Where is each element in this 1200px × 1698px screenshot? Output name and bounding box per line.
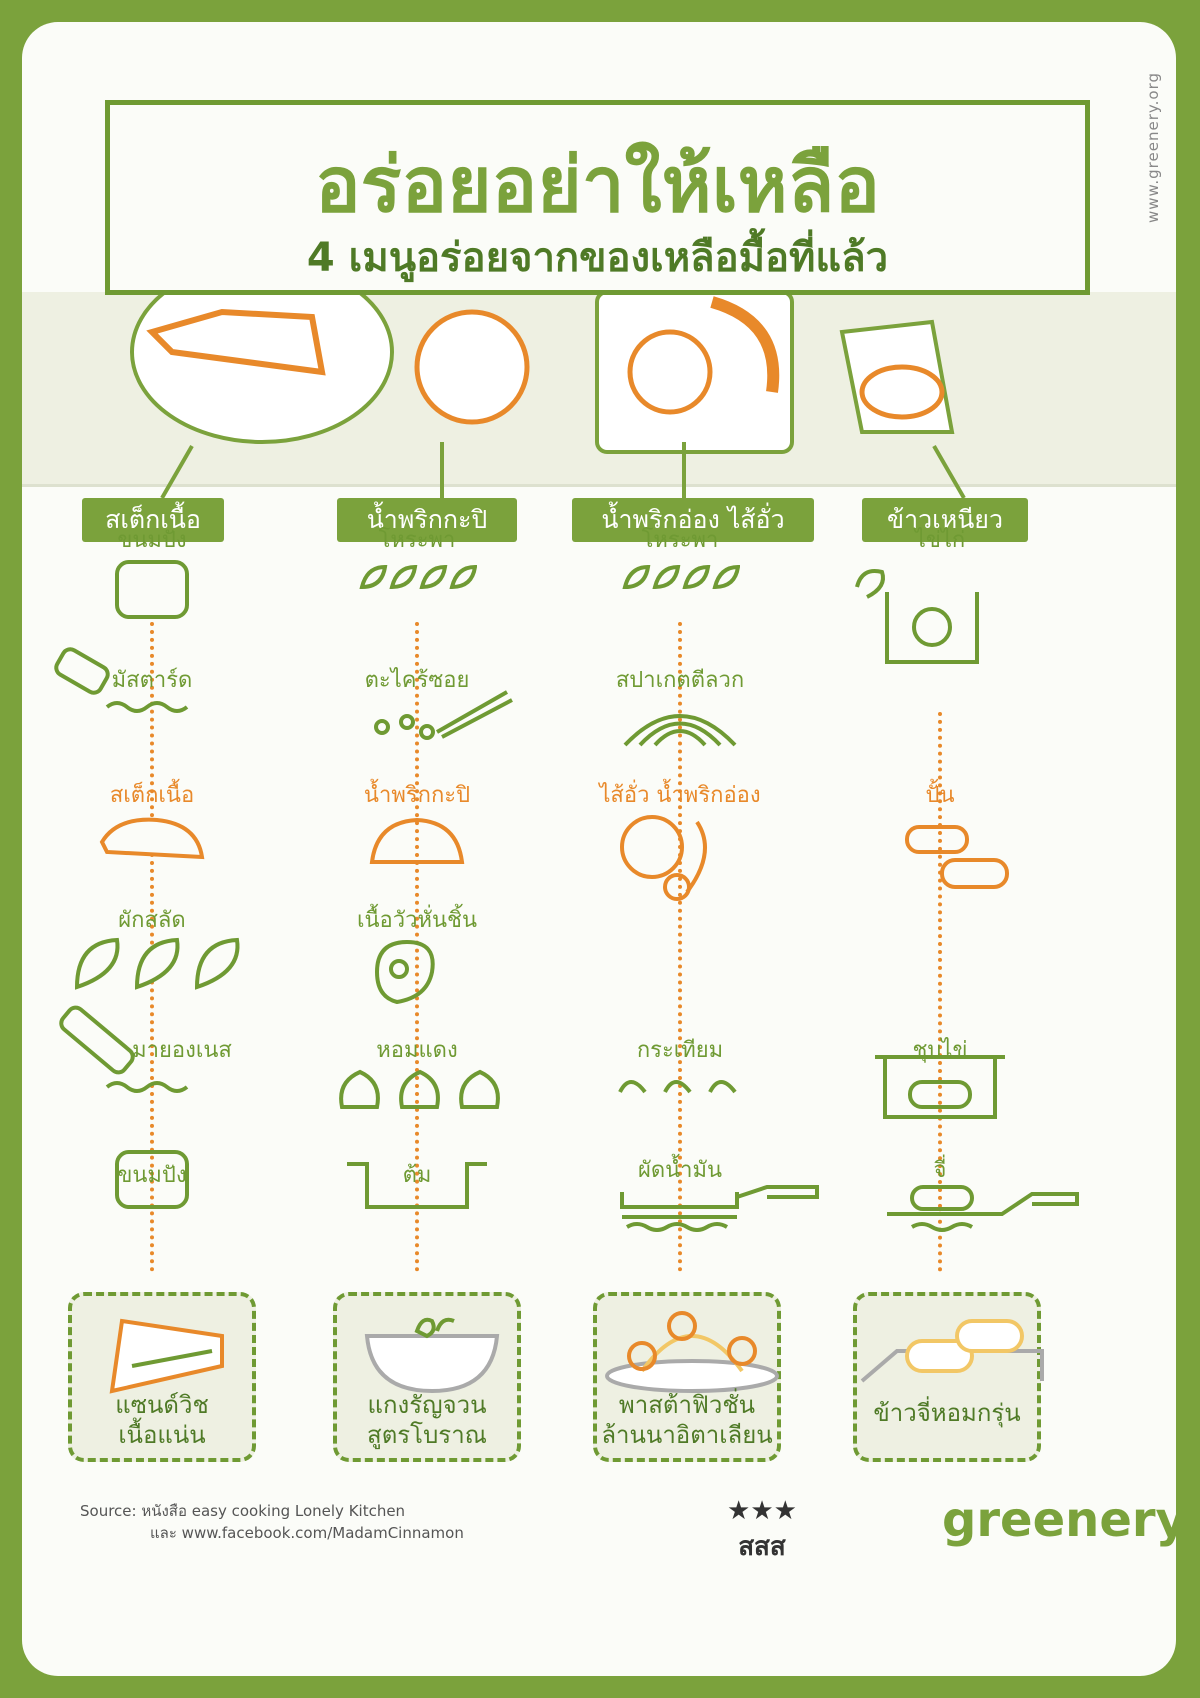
connector [678,622,682,1272]
leftover-tag: น้ำพริกอ่อง ไส้อั่ว [572,498,814,542]
thaihealth-logo: ★★★สสส [727,1496,797,1562]
basil-leaves-icon [359,564,477,590]
sandwich-icon [109,1318,224,1394]
mustard-bottle-icon [54,647,189,713]
ingredient-label: ปั้น [925,783,955,808]
ingredient-label: เนื้อวัวหั่นชิ้น [357,908,477,933]
chili-paste-icon [369,817,465,864]
greenery-logo: greenery. [942,1492,1176,1548]
ingredient-label: หอมแดง [376,1038,458,1063]
lemongrass-icon [374,690,513,740]
method-label: ต้ม [402,1163,432,1188]
sausage-icon [710,296,780,393]
grill-pan-icon [887,1185,1079,1232]
shallots-icon [339,1069,500,1109]
ingredient-label: ขนมปัง [117,1163,187,1188]
method-label: ผัดน้ำมัน [637,1158,723,1183]
result-name: แซนด์วิช [115,1391,209,1419]
ingredient-label: ขนมปัง [117,528,187,553]
ingredient-label: มายองเนส [132,1038,232,1063]
poster: อร่อยอย่าให้เหลือ 4 เมนูอร่อยจากของเหลือ… [22,22,1176,1676]
spaghetti-icon [623,714,737,747]
leftover-illustrations [130,260,955,454]
source-credit: Source: หนังสือ easy cooking Lonely Kitc… [80,1500,464,1544]
ingredient-label: มัสตาร์ด [111,668,193,693]
bread-icon [115,560,189,619]
egg-icon [855,569,979,664]
ingredient-label: สปาเกตตีลวก [615,668,745,693]
chili-paste-icon [414,309,530,425]
result-name: เนื้อแน่น [118,1421,206,1449]
ingredient-label: กระเทียม [636,1038,724,1063]
sticky-rice-icon [859,364,945,420]
frying-pan-icon [620,1185,819,1232]
counter-band [22,260,1176,487]
lettuce-icon [74,937,240,990]
garlic-icon [618,1080,737,1094]
cutting-board-icon [595,290,794,454]
pasta-plate-icon [605,1311,779,1393]
ingredient-label: ตะไคร้ซอย [364,668,470,693]
pot-icon [347,1162,487,1209]
beef-icon [374,939,435,1005]
sausage-chili-dip-icon [620,815,707,901]
result-card: ข้าวจี่หอมกรุ่น [853,1292,1044,1462]
leftover-tag: ข้าวเหนียว [862,498,1028,542]
side-url: www.greenery.org [1144,72,1162,224]
connector [415,622,419,1272]
ingredient-label: ผักสลัด [118,908,186,933]
ingredient-label: ไข่ไก่ [914,528,966,553]
result-card: แซนด์วิชเนื้อแน่น [68,1292,256,1462]
ingredient-label: โหระพา [641,528,719,553]
steak-icon [99,817,205,860]
result-card: แกงรัญจวนสูตรโบราณ [333,1292,521,1462]
grilled-rice-icon [860,1319,1044,1383]
result-name: สูตรโบราณ [367,1421,487,1449]
tag-pointer [682,442,686,502]
ingredient-label: ไส้อั่ว น้ำพริกอ่อง [599,783,761,808]
ingredient-label: สเต็กเนื้อ [109,783,195,808]
egg-dip-bowl-icon [875,1055,1005,1119]
ingredient-label: น้ำพริกกะปิ [363,783,471,808]
bread-icon [115,1150,189,1209]
method-label: จี่ [933,1158,947,1183]
source-line: Source: หนังสือ easy cooking Lonely Kitc… [80,1502,406,1520]
result-card: พาสต้าฟิวชั่นล้านนาอิตาเลียน [593,1292,781,1462]
title-box: อร่อยอย่าให้เหลือ 4 เมนูอร่อยจากของเหลือ… [105,100,1090,295]
leftover-tag: น้ำพริกกะปิ [337,498,517,542]
basil-leaves-icon [622,564,740,590]
leftover-tag: สเต็กเนื้อ [82,498,224,542]
page-subtitle: 4 เมนูอร่อยจากของเหลือมื้อที่แล้ว [306,235,889,281]
result-name: แกงรัญจวน [367,1391,487,1419]
mayonnaise-bottle-icon [59,1005,189,1093]
tag-pointer [440,442,444,502]
rice-patty-icon [905,825,1009,889]
result-name: พาสต้าฟิวชั่น [618,1391,756,1419]
ingredient-label: โหระพา [378,528,456,553]
curry-bowl-icon [364,1317,500,1394]
connector [938,712,942,1272]
source-line: และ www.facebook.com/MadamCinnamon [150,1524,464,1542]
steak-icon [146,308,326,376]
page-title: อร่อยอย่าให้เหลือ [315,140,880,229]
result-name: ข้าวจี่หอมกรุ่น [873,1399,1021,1427]
nam-prik-ong-icon [627,329,713,415]
result-name: ล้านนาอิตาเลียน [601,1421,773,1449]
